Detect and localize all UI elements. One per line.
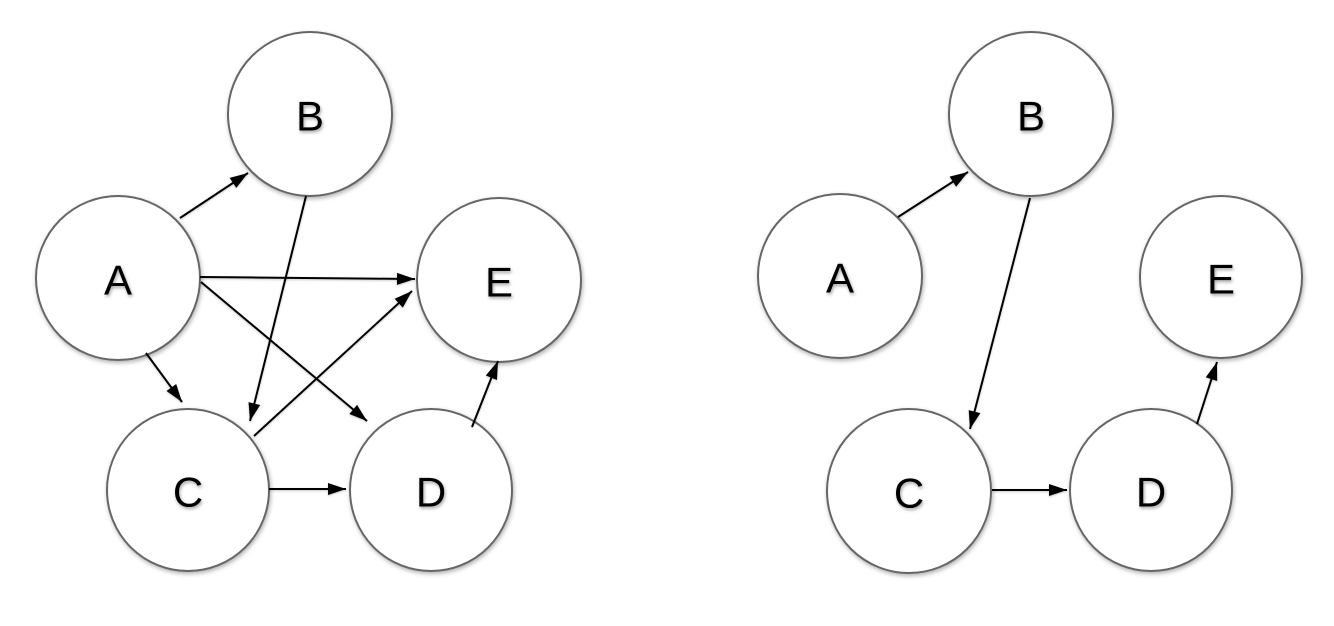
edge-D-to-E-right-graph	[1196, 361, 1218, 425]
node-B-left-graph: B	[227, 31, 393, 197]
node-label-C: C	[894, 470, 924, 517]
node-label-D: D	[1136, 469, 1166, 516]
left-graph: A B C D E	[35, 31, 582, 572]
node-B-right-graph: B	[948, 31, 1114, 197]
node-label-E: E	[485, 259, 513, 306]
right-graph: A B C D E	[757, 31, 1303, 574]
node-circle-D	[349, 408, 513, 572]
edge-A-to-C-left-graph	[145, 352, 183, 403]
node-circle-D	[1069, 408, 1233, 572]
node-label-A: A	[104, 257, 132, 304]
edge-D-to-E-left-graph	[471, 360, 499, 428]
node-C-right-graph: C	[826, 408, 992, 574]
node-D-left-graph: D	[349, 408, 513, 572]
node-A-right-graph: A	[757, 193, 923, 359]
node-label-B: B	[1017, 93, 1045, 140]
node-label-E: E	[1207, 256, 1235, 303]
node-E-right-graph: E	[1139, 195, 1303, 359]
edge-A-to-B-right-graph	[897, 171, 969, 218]
node-E-left-graph: E	[416, 197, 582, 363]
node-label-A: A	[826, 255, 854, 302]
edge-A-to-E-left-graph	[199, 272, 416, 285]
node-D-right-graph: D	[1069, 408, 1233, 572]
node-label-B: B	[296, 93, 324, 140]
node-circle-E	[1139, 195, 1303, 359]
node-circle-C	[826, 408, 992, 574]
node-circle-B	[227, 31, 393, 197]
edge-C-to-E-left-graph	[253, 290, 413, 437]
node-circle-B	[948, 31, 1114, 197]
node-circle-E	[416, 197, 582, 363]
node-label-C: C	[173, 469, 203, 516]
node-C-left-graph: C	[106, 408, 270, 572]
edge-B-to-C-left-graph	[248, 195, 307, 422]
node-label-D: D	[416, 469, 446, 516]
node-A-left-graph: A	[35, 195, 201, 361]
edge-B-to-C-right-graph	[968, 197, 1031, 430]
edge-A-to-B-left-graph	[179, 172, 249, 219]
node-circle-A	[757, 193, 923, 359]
edge-A-to-D-left-graph	[200, 281, 368, 422]
